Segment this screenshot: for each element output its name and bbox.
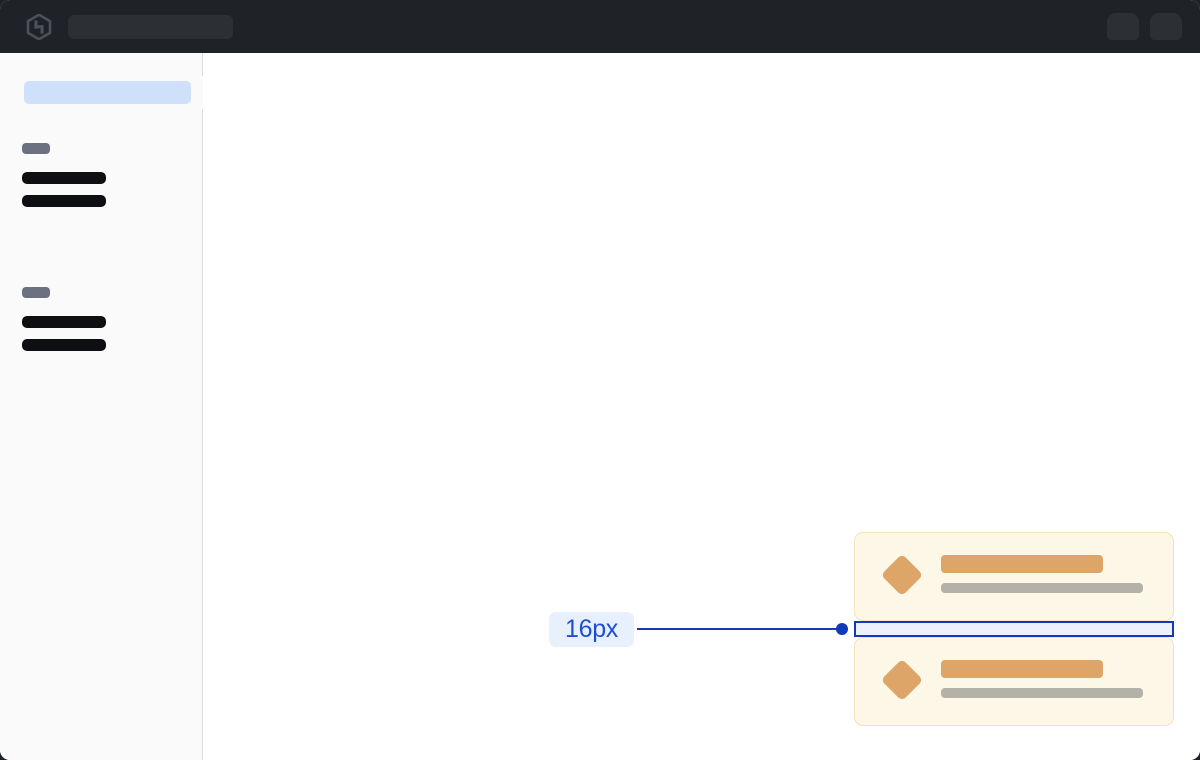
spacing-leader-dot [836,623,848,635]
sidebar-item-2[interactable] [22,195,106,207]
spacing-leader-line [637,628,842,630]
sidebar-group-2 [22,287,106,351]
sidebar-item-3[interactable] [22,316,106,328]
sidebar-item-4[interactable] [22,339,106,351]
card-subtitle [941,688,1143,698]
content-card[interactable] [854,637,1174,726]
diamond-icon [880,658,924,702]
sidebar-item-1[interactable] [22,172,106,184]
sidebar [0,53,218,760]
sidebar-group-1 [22,143,106,207]
diamond-icon [880,553,924,597]
top-bar-chip-2[interactable] [1150,13,1182,40]
card-title [941,660,1103,678]
card-text-block [941,555,1143,593]
sidebar-item-active[interactable] [24,81,191,104]
spacing-highlight-region [854,621,1174,637]
top-bar-actions [1107,13,1182,40]
hashicorp-logo-icon[interactable] [26,13,52,40]
sidebar-group-label [22,143,50,154]
card-title [941,555,1103,573]
sidebar-group-label [22,287,50,298]
card-subtitle [941,583,1143,593]
card-text-block [941,660,1143,698]
spacing-measurement-label: 16px [549,612,634,647]
top-bar-chip-1[interactable] [1107,13,1139,40]
content-card[interactable] [854,532,1174,621]
global-search-input[interactable] [68,14,233,39]
top-bar [0,0,1200,53]
